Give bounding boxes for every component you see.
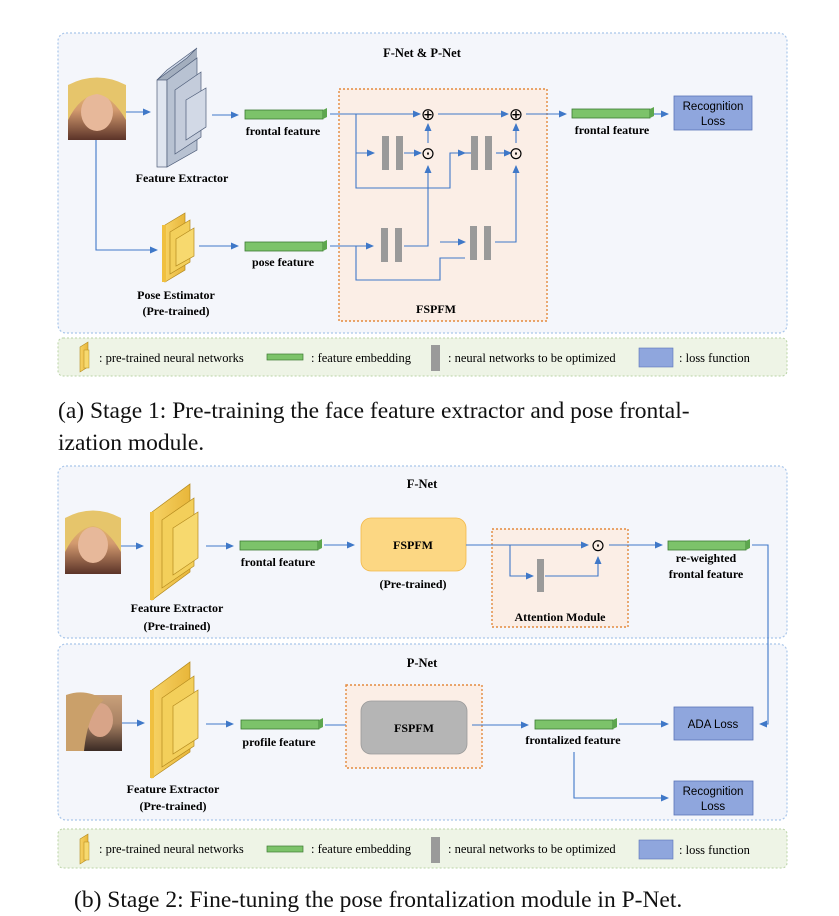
- pnet-title: P-Net: [407, 656, 438, 670]
- pose-estimator-label: Pose Estimator: [137, 288, 215, 302]
- multiply-operator: ⊙: [509, 144, 523, 164]
- fnet-title: F-Net: [407, 477, 438, 491]
- legend-embedding: : feature embedding: [311, 351, 412, 365]
- legend-embedding: : feature embedding: [311, 842, 412, 856]
- frontal-feature-out-label: frontal feature: [575, 123, 650, 137]
- profile-feature-embedding: [240, 718, 323, 730]
- pnet-panel: P-Net Feature Extractor (Pre-trained) pr…: [57, 544, 788, 821]
- pose-estimator-pretrained: (Pre-trained): [142, 304, 209, 318]
- embedding-legend-icon: [266, 845, 304, 853]
- recognition-loss-label: Recognition: [683, 101, 744, 113]
- feature-extractor: [156, 47, 207, 168]
- fspfm-module: [338, 88, 548, 322]
- legend-stage1: : pre-trained neural networks : feature …: [57, 337, 788, 377]
- frontal-feature-out-embedding: [571, 107, 654, 119]
- stage2-caption: (b) Stage 2: Fine-tuning the pose fronta…: [74, 887, 683, 913]
- reweighted-label: frontal feature: [669, 567, 744, 581]
- fe-label: Feature Extractor: [131, 601, 224, 615]
- add-operator: ⊕: [421, 105, 435, 125]
- pose-feature-embedding: [244, 240, 327, 252]
- multiply-operator: ⊙: [421, 144, 435, 164]
- legend-optimized: : neural networks to be optimized: [448, 351, 616, 365]
- legend-stage2: : pre-trained neural networks : feature …: [57, 828, 788, 869]
- legend-loss: : loss function: [679, 351, 751, 365]
- recognition-loss-box: [673, 780, 754, 816]
- pose-feature-label: pose feature: [252, 255, 315, 269]
- frontal-feature-embedding: [239, 539, 322, 551]
- multiply-operator: ⊙: [591, 536, 605, 556]
- profile-face-photo: [66, 692, 122, 751]
- fspfm-wiring: [330, 110, 669, 281]
- fspfm-label: FSPFM: [416, 302, 456, 316]
- fe-label: Feature Extractor: [127, 782, 220, 796]
- embedding-legend-icon: [266, 353, 304, 361]
- face-photo: [65, 510, 121, 574]
- attention-block: [537, 559, 544, 592]
- recognition-loss-box: [673, 95, 753, 131]
- attention-wiring: [466, 541, 663, 580]
- recognition-loss-label: Loss: [701, 116, 726, 128]
- stage1-caption-line1: (a) Stage 1: Pre-training the face featu…: [58, 398, 690, 424]
- fnet-panel: F-Net Feature Extractor (Pre-trained) fr…: [57, 465, 788, 639]
- fspfm-label: FSPFM: [393, 538, 433, 552]
- optimized-blocks-stage1: [381, 136, 492, 262]
- profile-feature-label: profile feature: [242, 735, 316, 749]
- frontal-feature-label: frontal feature: [241, 555, 316, 569]
- optimized-legend-icon: [431, 345, 440, 371]
- reweighted-feature-embedding: [667, 539, 750, 551]
- fe-pretrained: (Pre-trained): [143, 619, 210, 633]
- optimized-legend-icon: [431, 837, 440, 863]
- pose-estimator: [162, 212, 195, 283]
- reweighted-label: re-weighted: [676, 551, 737, 565]
- legend-optimized: : neural networks to be optimized: [448, 842, 616, 856]
- recognition-loss-label: Recognition: [683, 786, 744, 798]
- face-photo: [68, 77, 126, 140]
- loss-legend-icon: [638, 347, 674, 368]
- loss-legend-icon: [638, 839, 674, 860]
- feature-extractor-pretrained: [150, 661, 199, 779]
- frontalized-feature-label: frontalized feature: [525, 733, 621, 747]
- recognition-loss-label: Loss: [701, 801, 726, 813]
- fspfm-label: FSPFM: [394, 721, 434, 735]
- frontal-feature-label: frontal feature: [246, 124, 321, 138]
- pnet-wiring: [573, 544, 769, 802]
- stage1-caption: (a) Stage 1: Pre-training the face featu…: [58, 395, 790, 459]
- feature-extractor-pretrained: [150, 483, 199, 601]
- legend-pretrained: : pre-trained neural networks: [99, 842, 244, 856]
- frontalized-feature-embedding: [534, 718, 617, 730]
- attention-module-label: Attention Module: [515, 610, 607, 624]
- add-operator: ⊕: [509, 105, 523, 125]
- stage1-title: F-Net & P-Net: [383, 46, 462, 60]
- fspfm-pretrained-label: (Pre-trained): [379, 577, 446, 591]
- feature-extractor-label: Feature Extractor: [136, 171, 229, 185]
- ada-loss-box: [673, 706, 754, 741]
- fe-pretrained: (Pre-trained): [139, 799, 206, 813]
- ada-loss-label: ADA Loss: [688, 719, 739, 731]
- stage1-caption-line2: ization module.: [58, 430, 205, 456]
- fspfm-trainable-box: [360, 700, 468, 755]
- legend-loss: : loss function: [679, 843, 751, 857]
- stage1-panel: F-Net & P-Net Feature Extractor Pose Est…: [57, 32, 788, 334]
- frontal-feature-embedding: [244, 108, 327, 120]
- legend-pretrained: : pre-trained neural networks: [99, 351, 244, 365]
